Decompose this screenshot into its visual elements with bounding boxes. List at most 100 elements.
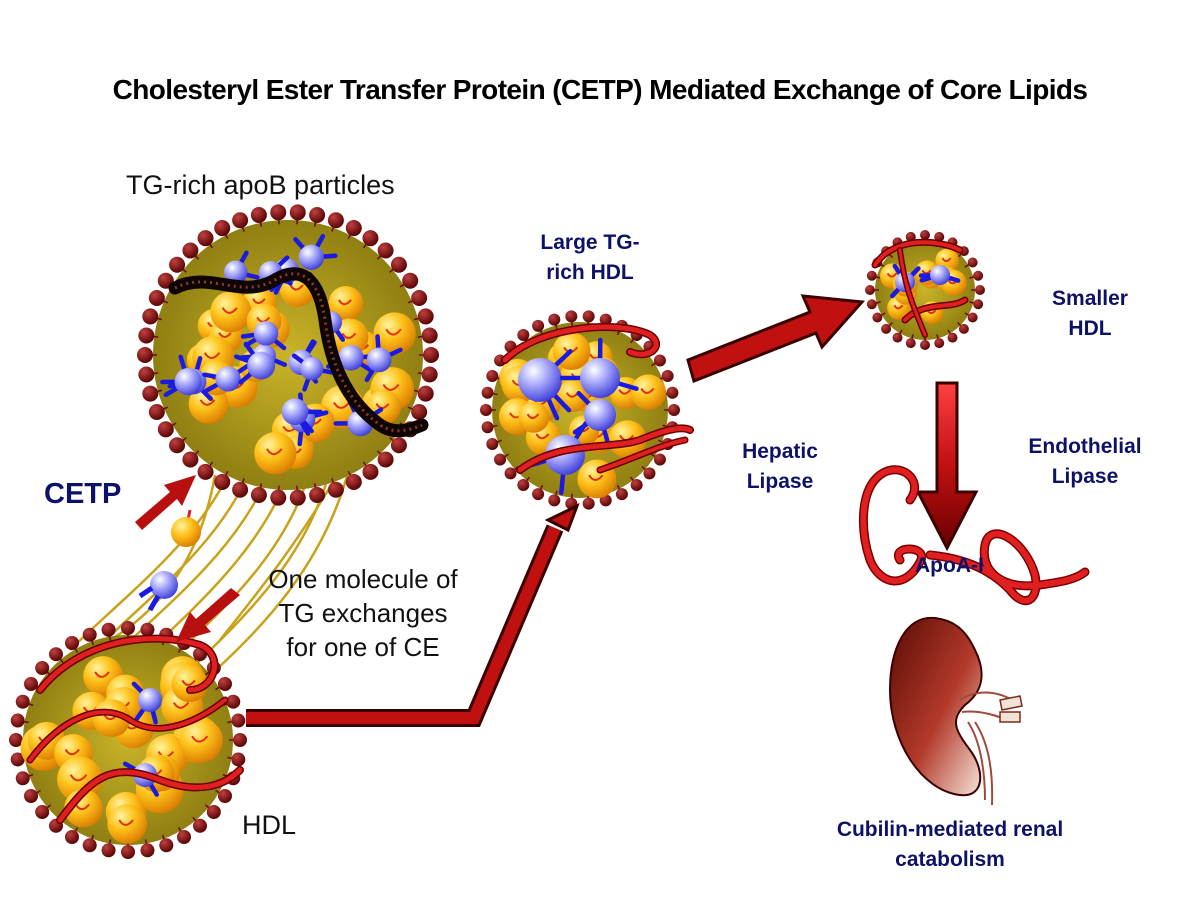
large-tg-hdl-particle — [480, 310, 694, 510]
hdl-to-large-hdl-arrow — [246, 503, 580, 727]
phospholipid-headgroup — [975, 285, 985, 295]
phospholipid-headgroup — [231, 752, 246, 767]
phospholipid-headgroup — [973, 270, 984, 281]
endothelial-lipase-label-line: Lipase — [1051, 465, 1119, 488]
exchanged-ce-molecule — [138, 571, 178, 612]
apoa1-ribbon — [858, 465, 1090, 606]
cetp-label: CETP — [44, 478, 122, 510]
smaller-hdl-label: Smaller HDL — [1025, 284, 1155, 344]
phospholipid-headgroup — [377, 242, 394, 259]
hdl-particle — [9, 621, 247, 859]
phospholipid-headgroup — [582, 497, 595, 510]
phospholipid-headgroup — [947, 332, 958, 343]
phospholipid-headgroup — [206, 804, 221, 819]
apolipoprotein-ribbon — [873, 240, 962, 267]
cholesteryl-ester-molecule — [518, 349, 573, 421]
phospholipid-headgroup — [138, 327, 155, 344]
phospholipid-headgroup — [197, 463, 214, 480]
phospholipid-headgroup — [615, 488, 628, 501]
apolipoprotein-ribbon — [598, 438, 687, 472]
phospholipid-headgroup — [82, 838, 97, 853]
phospholipid-headgroup — [517, 479, 530, 492]
smaller-hdl-label-line: HDL — [1068, 317, 1112, 340]
phospholipid-headgroup — [233, 733, 247, 747]
phospholipid-headgroup — [142, 385, 159, 402]
cholesteryl-ester-molecule — [364, 334, 403, 383]
phospholipid-headgroup — [250, 487, 267, 504]
phospholipid-headgroup — [138, 366, 155, 383]
phospholipid-headgroup — [362, 463, 379, 480]
apolipoprotein-ribbon — [57, 767, 243, 823]
phospholipid-headgroup — [390, 256, 407, 273]
phospholipid-headgroup — [15, 771, 30, 786]
cholesteryl-ester-molecule — [131, 681, 162, 725]
phospholipid-headgroup — [327, 481, 344, 498]
phospholipid-headgroup — [231, 713, 246, 728]
phospholipid-headgroup — [226, 694, 241, 709]
kidney-illustration — [888, 616, 1023, 806]
phospholipid-headgroup — [270, 204, 287, 221]
hepatic-lipase-label: Hepatic Lipase — [720, 437, 840, 497]
phospholipid-headgroup — [866, 299, 877, 310]
phospholipid-headgroup — [377, 451, 394, 468]
phospholipid-headgroup — [217, 677, 232, 691]
phospholipid-headgroup — [24, 677, 39, 691]
phospholipid-headgroup — [140, 622, 155, 637]
phospholipid-headgroup — [121, 845, 135, 859]
exchanged-tg-molecule — [171, 509, 201, 547]
phospholipid-headgroup — [289, 489, 306, 506]
phospholipid-headgroup — [668, 404, 680, 416]
cetp-up-arrow — [135, 475, 196, 530]
phospholipid-headgroup — [599, 313, 612, 326]
phospholipid-headgroup — [630, 479, 643, 492]
phospholipid-headgroup — [140, 843, 155, 858]
phospholipid-headgroup — [480, 404, 492, 416]
phospholipid-headgroup — [49, 647, 64, 662]
cholesteryl-ester-molecule — [559, 337, 639, 398]
phospholipid-headgroup — [214, 473, 231, 490]
phospholipid-headgroup — [137, 347, 153, 363]
phospholipid-headgroup — [417, 385, 434, 402]
phospholipid-headgroup — [35, 661, 50, 676]
cholesteryl-ester-molecule — [202, 363, 251, 393]
apolipoprotein-ribbon — [903, 298, 967, 322]
phospholipid-headgroup — [65, 829, 79, 844]
phospholipid-headgroup — [10, 713, 25, 728]
cholesteryl-ester-molecule — [572, 391, 616, 447]
phospholipid-headgroup — [582, 310, 595, 323]
endothelial-lipase-label-line: Endothelial — [1028, 435, 1142, 458]
phospholipid-headgroup — [973, 299, 984, 310]
phospholipid-headgroup — [169, 437, 186, 454]
cholesteryl-ester-molecule — [160, 354, 202, 398]
phospholipid-headgroup — [532, 319, 545, 332]
apolipoprotein-ribbon — [502, 324, 659, 363]
smaller-hdl-particle — [865, 230, 985, 350]
phospholipid-headgroup — [157, 421, 174, 438]
phospholipid-headgroup — [101, 843, 116, 858]
phospholipid-headgroup — [214, 220, 231, 237]
phospholipid-headgroup — [872, 312, 883, 323]
phospholipid-headgroup — [905, 231, 916, 242]
large-tg-hdl-label: Large TG- rich HDL — [510, 228, 670, 288]
phospholipid-headgroup — [345, 220, 362, 237]
phospholipid-headgroup — [653, 354, 666, 367]
phospholipid-headgroup — [402, 272, 419, 289]
phospholipid-headgroup — [411, 403, 428, 420]
exchange-note-line: TG exchanges — [278, 598, 448, 628]
cholesteryl-ester-molecule — [293, 233, 338, 270]
phospholipid-headgroup — [486, 437, 499, 450]
endothelial-lipase-label: Endothelial Lipase — [1010, 432, 1160, 492]
cetp-down-arrow — [176, 588, 240, 642]
cholesteryl-ester-molecule — [281, 398, 323, 436]
phospholipid-headgroup — [192, 818, 207, 833]
exchange-note: One molecule of TG exchanges for one of … — [238, 562, 488, 664]
phospholipid-headgroup — [182, 451, 199, 468]
phospholipid-headgroup — [486, 370, 499, 383]
apob-particle — [137, 204, 439, 506]
cholesteryl-ester-molecule — [291, 353, 336, 392]
phospholipid-headgroup — [421, 327, 438, 344]
phospholipid-headgroup — [148, 403, 165, 420]
phospholipid-headgroup — [423, 347, 439, 363]
